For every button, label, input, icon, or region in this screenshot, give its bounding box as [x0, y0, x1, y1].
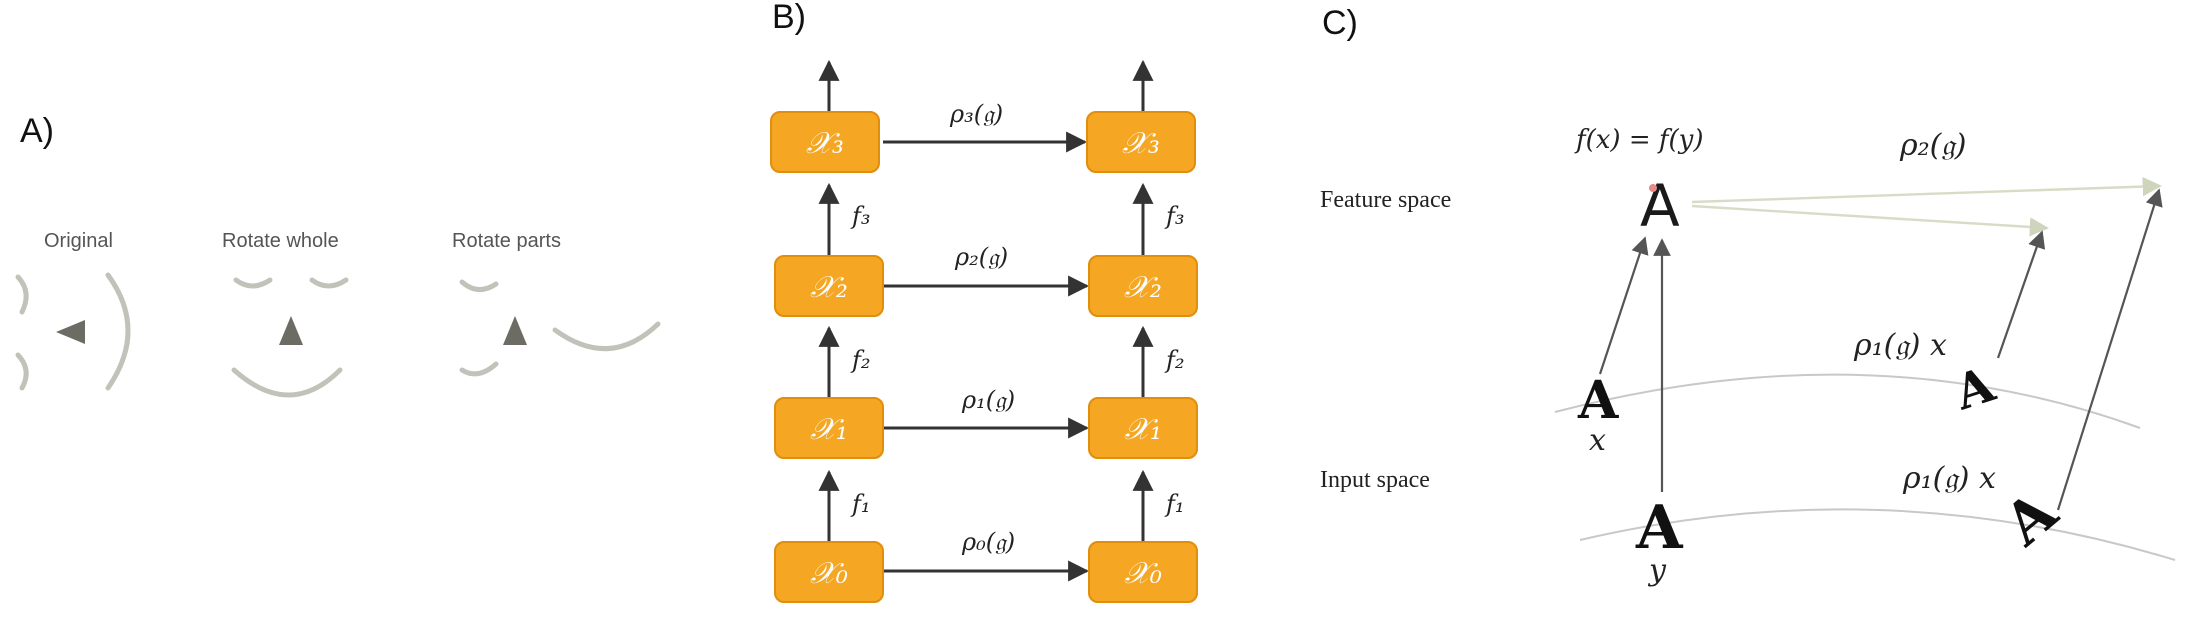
input-space-label: Input space — [1320, 467, 1430, 493]
arrow-x-to-feature — [1598, 236, 1649, 375]
label-x1-right: 𝒳₁ — [1124, 412, 1162, 447]
box-x0-left — [774, 541, 884, 603]
panel-c: C) Feature space Input space A A A A A f… — [1320, 4, 2176, 588]
manifold-lower — [1579, 508, 2176, 561]
caption-original: Original — [44, 230, 113, 252]
label-rho3: ρ₃(𝔤) — [949, 100, 1003, 128]
label-x1-left: 𝒳₁ — [810, 412, 848, 447]
face-parts-nose — [503, 316, 527, 345]
panel-b-label: B) — [772, 0, 806, 36]
face-rotate-parts — [459, 279, 661, 377]
box-x2-right — [1088, 255, 1198, 317]
box-x1-right — [1088, 397, 1198, 459]
rho1-upper-label: ρ₁(𝔤) x — [1853, 328, 1947, 363]
label-f1-right: f₁ — [1164, 490, 1185, 518]
rho1-lower-label: ρ₁(𝔤) x — [1902, 461, 1996, 496]
face-original-nose — [56, 320, 85, 344]
label-f2-right: f₂ — [1164, 346, 1185, 374]
caption-rotate-whole: Rotate whole — [222, 230, 339, 252]
feature-space-label: Feature space — [1320, 187, 1451, 213]
arrow-rho2-long — [1691, 176, 2162, 204]
var-y-label: y — [1647, 553, 1667, 588]
face-whole-nose — [279, 316, 303, 345]
face-original-mouth — [105, 272, 131, 391]
label-rho1: ρ₁(𝔤) — [961, 386, 1015, 414]
face-original — [15, 272, 131, 391]
label-f2-left: f₂ — [850, 346, 871, 374]
label-f3-right: f₃ — [1164, 202, 1185, 230]
face-original-eye-bottom — [15, 352, 29, 391]
face-original-eye-top — [15, 274, 29, 315]
glyph-y-rotated: A — [1991, 477, 2071, 559]
glyph-x-rotated: A — [1947, 356, 2001, 421]
box-x3-left — [770, 111, 880, 173]
label-f1-left: f₁ — [850, 490, 871, 518]
panel-a: A) Original Rotate whole Rotate parts — [15, 112, 661, 398]
label-x2-left: 𝒳₂ — [810, 270, 848, 305]
face-whole-eye-right — [309, 277, 349, 289]
label-x0-left: 𝒳₀ — [810, 556, 848, 591]
face-parts-eye-top — [459, 279, 499, 292]
panel-c-label: C) — [1322, 4, 1358, 42]
arrow-rho2-short — [1691, 204, 2049, 237]
box-x0-right — [1088, 541, 1198, 603]
box-x1-left — [774, 397, 884, 459]
rho2-label: ρ₂(𝔤) — [1899, 128, 1966, 163]
box-x2-left — [774, 255, 884, 317]
arrow-roty-to-feature — [2056, 188, 2163, 511]
face-rotate-whole — [231, 277, 349, 398]
label-x0-right: 𝒳₀ — [1124, 556, 1162, 591]
var-x-label: x — [1589, 423, 1606, 458]
face-whole-mouth — [231, 367, 343, 398]
feature-glyph: A — [1640, 172, 1680, 240]
face-whole-eye-left — [233, 277, 273, 289]
glyph-x: A — [1577, 370, 1619, 431]
label-x3-left: 𝒳₃ — [806, 126, 844, 161]
caption-rotate-parts: Rotate parts — [452, 230, 561, 252]
box-x3-right — [1086, 111, 1196, 173]
panel-a-label: A) — [20, 112, 54, 150]
label-x2-right: 𝒳₂ — [1124, 270, 1162, 305]
label-f3-left: f₃ — [850, 202, 871, 230]
label-rho0: ρ₀(𝔤) — [961, 528, 1015, 556]
arrow-rotx-to-feature — [1996, 230, 2046, 359]
face-parts-eye-bottom — [459, 361, 499, 377]
invariance-label: f(x) = f(y) — [1574, 125, 1704, 155]
manifold-upper — [1554, 373, 2141, 429]
feature-point-marker — [1649, 184, 1657, 192]
glyph-y: A — [1635, 493, 1684, 563]
face-parts-mouth — [552, 321, 661, 351]
label-rho2: ρ₂(𝔤) — [954, 243, 1008, 271]
label-x3-right: 𝒳₃ — [1122, 126, 1160, 161]
panel-b: B) 𝒳₀ 𝒳₀ 𝒳₁ 𝒳₁ 𝒳₂ 𝒳₂ 𝒳₃ 𝒳 — [770, 0, 1198, 603]
